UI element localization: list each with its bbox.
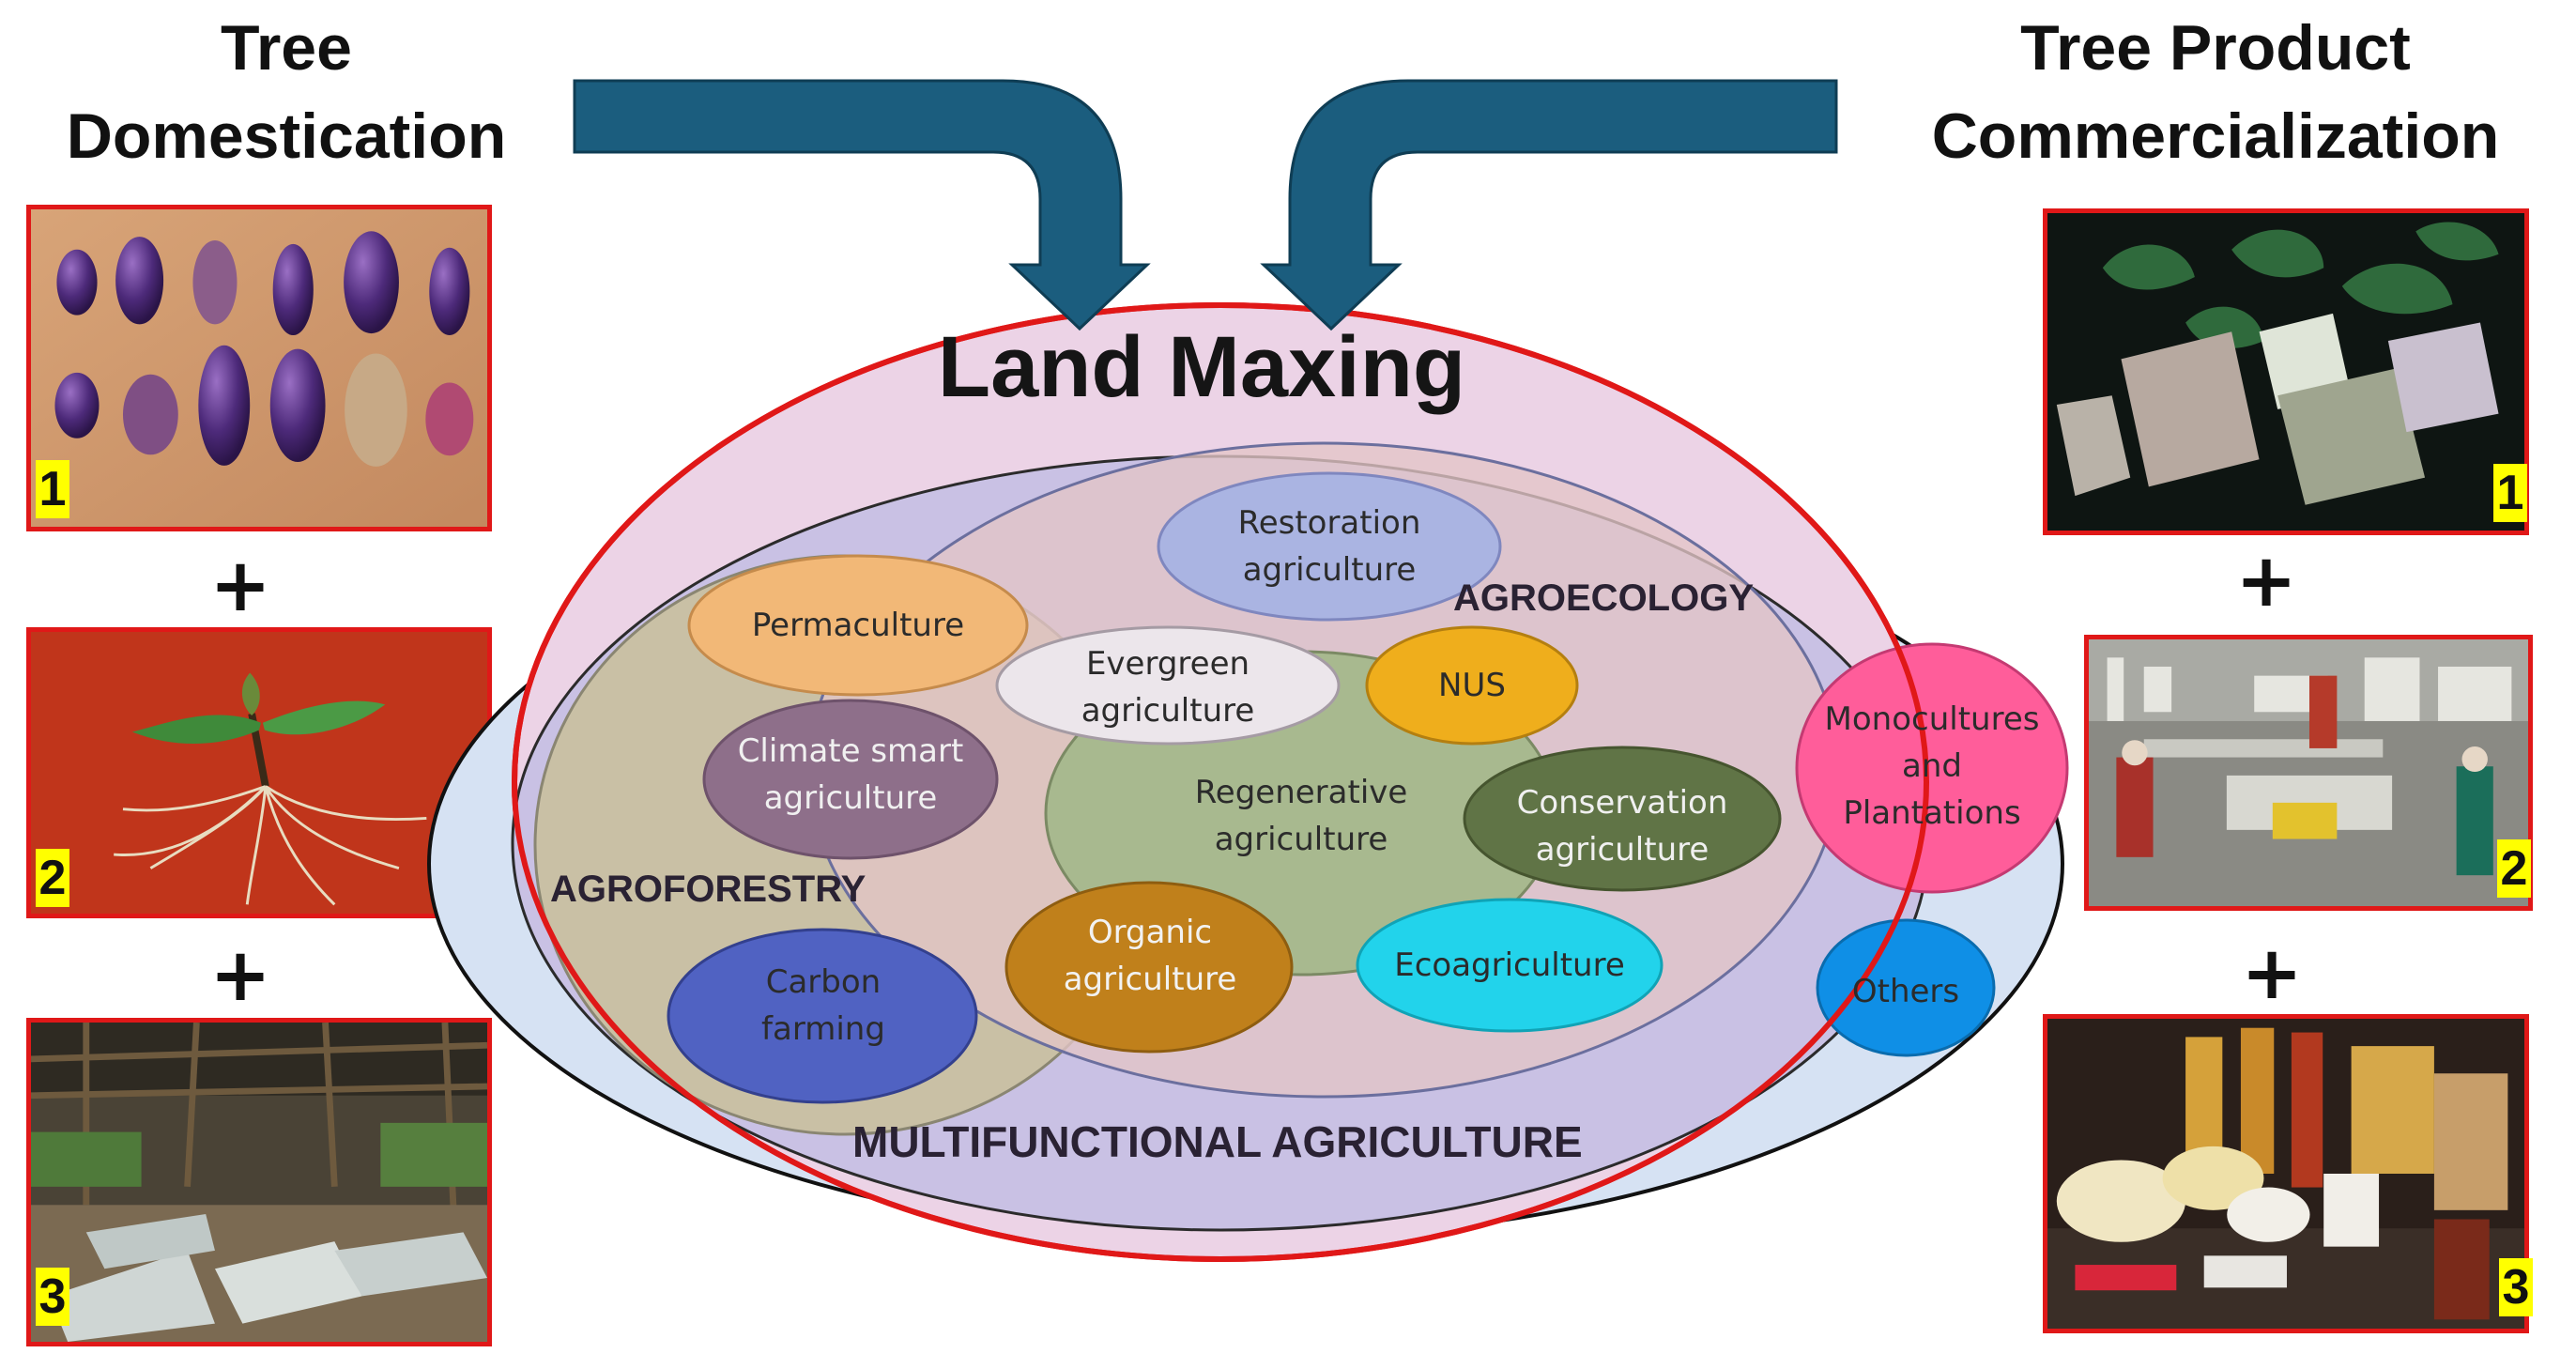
money-tree-image <box>2047 213 2524 531</box>
ecoagriculture-ellipse <box>1356 898 1664 1033</box>
photo-number-left-2: 2 <box>36 849 69 907</box>
plus-sign-left-2: + <box>209 933 271 1018</box>
plus-sign-right-1: + <box>2235 539 2297 623</box>
evergreen-agriculture-ellipse <box>995 625 1341 746</box>
photo-number-left-1: 1 <box>36 460 69 518</box>
purple-fruits-image <box>31 209 487 527</box>
photo-number-right-1: 1 <box>2493 464 2527 522</box>
plus-sign-left-1: + <box>209 544 271 628</box>
restoration-agriculture-ellipse <box>1157 471 1502 622</box>
conservation-agriculture-label: Conservation agriculture <box>1516 784 1728 869</box>
ecoagriculture-label: Ecoagriculture <box>1394 946 1625 984</box>
heading-tree-domestication: Tree Domestication <box>66 12 507 172</box>
carbon-farming-ellipse <box>667 928 978 1104</box>
photo-number-right-3: 3 <box>2499 1258 2533 1316</box>
conservation-agriculture-ellipse <box>1463 746 1782 892</box>
land-maxing-title: Land Maxing <box>937 319 1466 415</box>
others-ellipse <box>1816 918 1996 1057</box>
tree-products-image <box>2047 1019 2524 1329</box>
photo-tree-products <box>2043 1014 2529 1333</box>
heading-tree-product-commercialization: Tree Product Commercialization <box>1931 12 2500 172</box>
photo-processing-facility <box>2084 635 2533 911</box>
nus-label: NUS <box>1438 667 1506 704</box>
agroecology-label: AGROECOLOGY <box>1453 577 1755 619</box>
organic-agriculture-label: Organic agriculture <box>1063 914 1237 998</box>
monocultures-plantations-label: Monocultures and Plantations <box>1824 700 2040 832</box>
photo-number-left-3: 3 <box>36 1268 69 1326</box>
carbon-farming-label: Carbon farming <box>761 963 885 1048</box>
nus-ellipse <box>1365 625 1579 746</box>
photo-purple-fruits <box>26 205 492 531</box>
photo-seedling-roots <box>26 627 492 918</box>
monocultures-plantations-ellipse <box>1795 642 2069 894</box>
plus-sign-right-2: + <box>2241 931 2303 1016</box>
permaculture-label: Permaculture <box>751 607 965 644</box>
multifunctional-agriculture-label: MULTIFUNCTIONAL AGRICULTURE <box>852 1117 1583 1166</box>
photo-number-right-2: 2 <box>2497 839 2531 898</box>
nursery-image <box>31 1023 487 1342</box>
photo-tree-nursery <box>26 1018 492 1346</box>
land-maxing-outline <box>512 302 1929 1262</box>
photo-money-tree <box>2043 208 2529 535</box>
seedling-image <box>31 632 487 914</box>
agroforestry-label: AGROFORESTRY <box>550 869 866 910</box>
permaculture-ellipse <box>687 554 1029 697</box>
others-label: Others <box>1851 973 1960 1010</box>
processing-facility-image <box>2089 639 2528 906</box>
restoration-agriculture-label: Restoration agriculture <box>1237 504 1421 589</box>
regenerative-agriculture-label: Regenerative agriculture <box>1194 774 1408 858</box>
arrow-from-tree-product-commercialization <box>1260 79 1838 331</box>
climate-smart-agriculture-label: Climate smart agriculture <box>737 732 964 817</box>
organic-agriculture-ellipse <box>1004 881 1294 1054</box>
arrow-from-tree-domestication <box>573 79 1151 331</box>
climate-smart-agriculture-ellipse <box>702 699 999 860</box>
evergreen-agriculture-label: Evergreen agriculture <box>1081 645 1255 730</box>
